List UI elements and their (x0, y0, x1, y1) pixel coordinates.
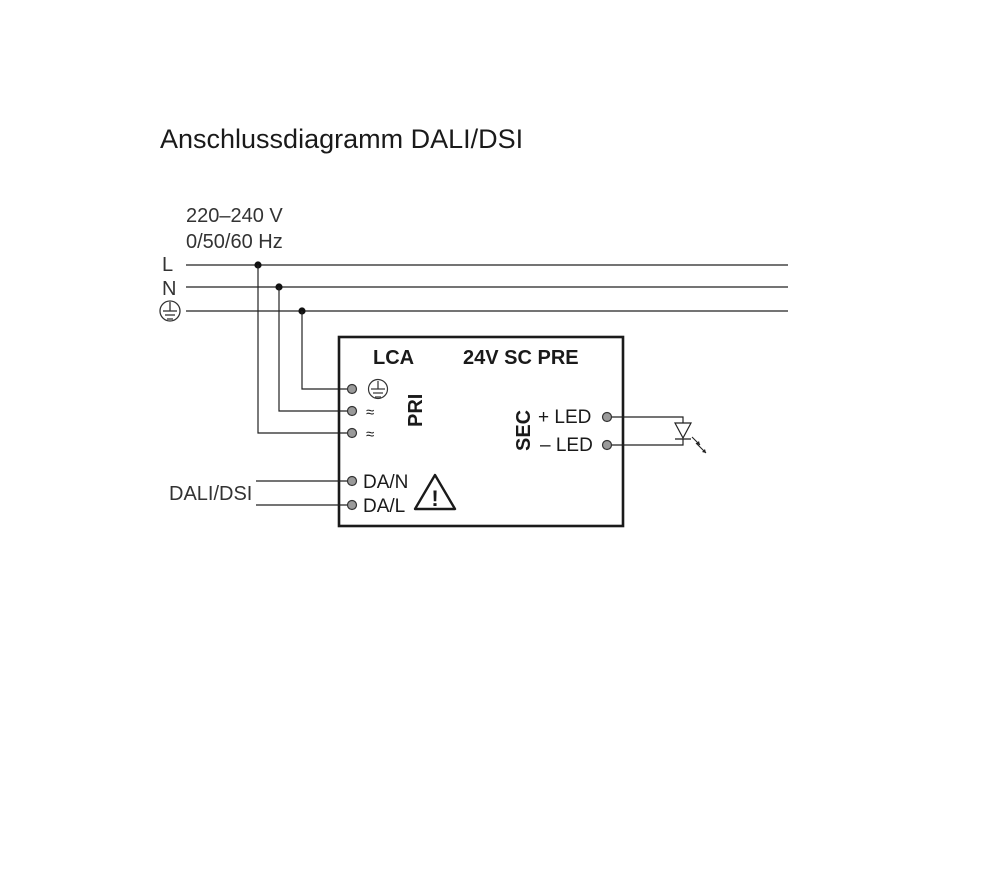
led-minus-wire (612, 439, 684, 446)
l-drop-wire (257, 265, 347, 434)
terminal-led-minus (601, 439, 613, 451)
driver-box (337, 335, 625, 528)
terminal-da-n-label: DA/N (363, 472, 408, 493)
pe-drop-wire (301, 311, 347, 390)
line-l-label: L (162, 254, 173, 276)
warning-icon: ! (413, 473, 457, 511)
terminal-da-n (346, 475, 358, 487)
terminal-da-l (346, 499, 358, 511)
device-brand: LCA (373, 347, 414, 369)
terminal-da-l-label: DA/L (363, 496, 405, 517)
ac-symbol-l: ≈ (366, 426, 374, 443)
warning-glyph: ! (431, 486, 438, 511)
terminal-pe (346, 383, 358, 395)
supply-voltage: 220–240 V (186, 205, 283, 227)
led-diode-icon (674, 422, 707, 454)
terminal-n (346, 405, 358, 417)
dali-dsi-label: DALI/DSI (169, 483, 252, 505)
ground-icon (159, 300, 181, 322)
secondary-label: SEC (513, 410, 535, 451)
terminal-l (346, 427, 358, 439)
ground-icon (367, 378, 389, 400)
primary-label: PRI (405, 394, 427, 427)
device-model: 24V SC PRE (463, 347, 579, 369)
diagram-title: Anschlussdiagramm DALI/DSI (160, 124, 523, 154)
ac-symbol-n: ≈ (366, 404, 374, 421)
supply-frequency: 0/50/60 Hz (186, 231, 283, 253)
led-plus-wire (612, 416, 684, 423)
terminal-led-plus (601, 411, 613, 423)
n-drop-wire (278, 287, 347, 412)
line-n-label: N (162, 278, 176, 300)
led-minus-label: – LED (540, 435, 593, 456)
led-plus-label: + LED (538, 407, 591, 428)
